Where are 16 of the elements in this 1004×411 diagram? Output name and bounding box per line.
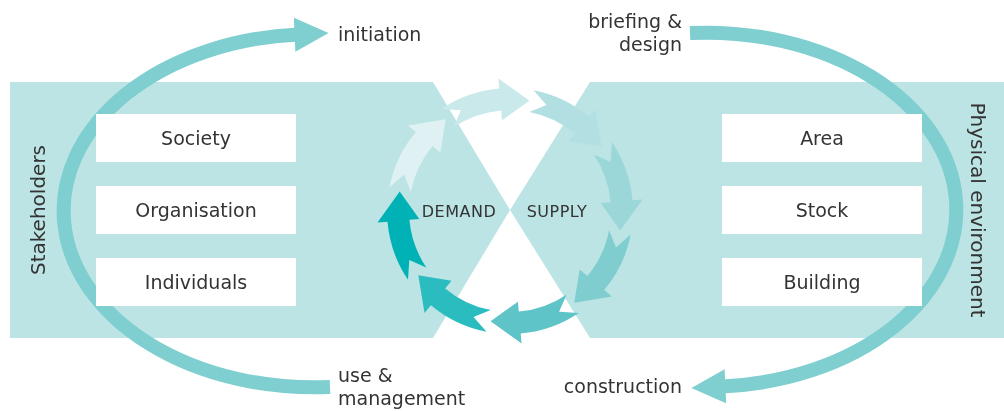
stage-label: briefing & design (588, 10, 682, 56)
item-box: Organisation (96, 186, 296, 234)
panel-title: Stakeholders (26, 144, 50, 276)
item-box: Stock (722, 186, 922, 234)
stage-label: construction (556, 375, 682, 398)
item-box: Building (722, 258, 922, 306)
stage-label: initiation (338, 23, 448, 46)
curved-arrow (56, 17, 330, 394)
section-label: DEMAND (421, 201, 497, 221)
curved-arrow (690, 25, 964, 404)
item-box: Individuals (96, 258, 296, 306)
panel-title: Physical environment (966, 102, 990, 318)
stage-label: use & management (338, 364, 478, 410)
section-label: SUPPLY (526, 201, 588, 221)
item-box: Society (96, 114, 296, 162)
item-box: Area (722, 114, 922, 162)
